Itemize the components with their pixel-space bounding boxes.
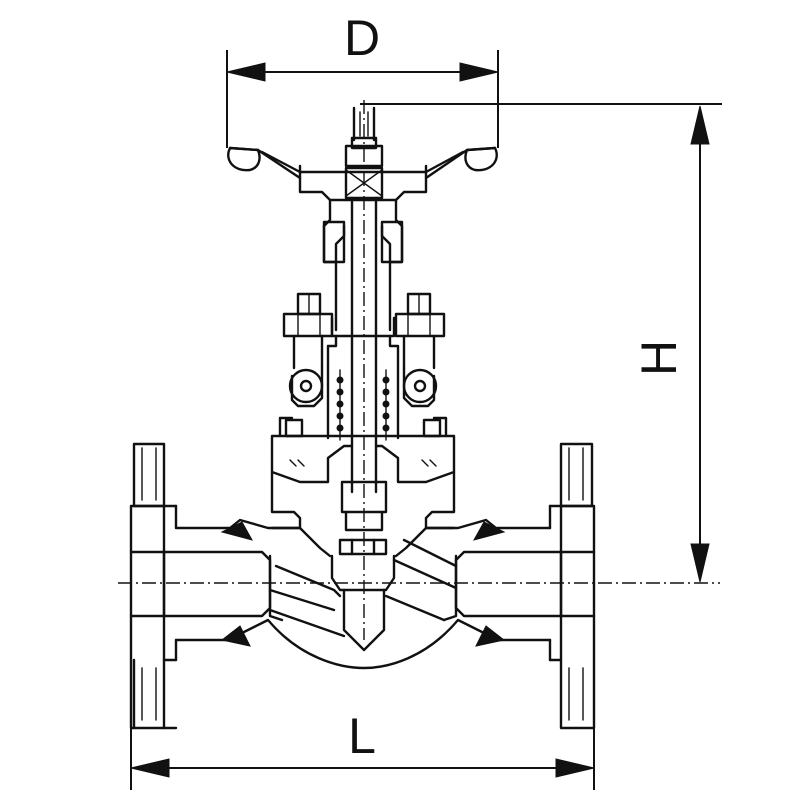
gland-packing (326, 316, 400, 441)
disc (330, 480, 396, 652)
handwheel (227, 136, 498, 202)
arrow-head (226, 62, 266, 82)
left-flange (129, 442, 178, 730)
gland-bolt-right (394, 292, 446, 408)
left-pipe (129, 550, 272, 618)
dimension-d: D (226, 10, 499, 148)
arrow-head (130, 758, 170, 778)
arrow-head (459, 62, 499, 82)
right-flange (548, 442, 596, 730)
yoke-upper (322, 198, 404, 332)
weld-mark (475, 625, 506, 647)
stem (350, 196, 378, 494)
weld-mark (220, 625, 251, 647)
bonnet (270, 416, 456, 530)
weld-mark (220, 521, 254, 541)
dimension-label-h: H (631, 340, 687, 376)
right-pipe (454, 550, 596, 618)
arrow-head (555, 758, 595, 778)
valve-body (174, 518, 552, 670)
gland-bolt-left (282, 292, 334, 408)
weld-mark (472, 521, 506, 541)
dimension-label-l: L (348, 708, 376, 764)
dimension-label-d: D (344, 10, 380, 66)
centerlines (118, 100, 720, 640)
arrow-head (690, 543, 710, 583)
arrow-head (690, 105, 710, 145)
stem-top (352, 106, 376, 142)
dimension-h: H (360, 103, 722, 583)
dimension-l: L (130, 708, 595, 790)
